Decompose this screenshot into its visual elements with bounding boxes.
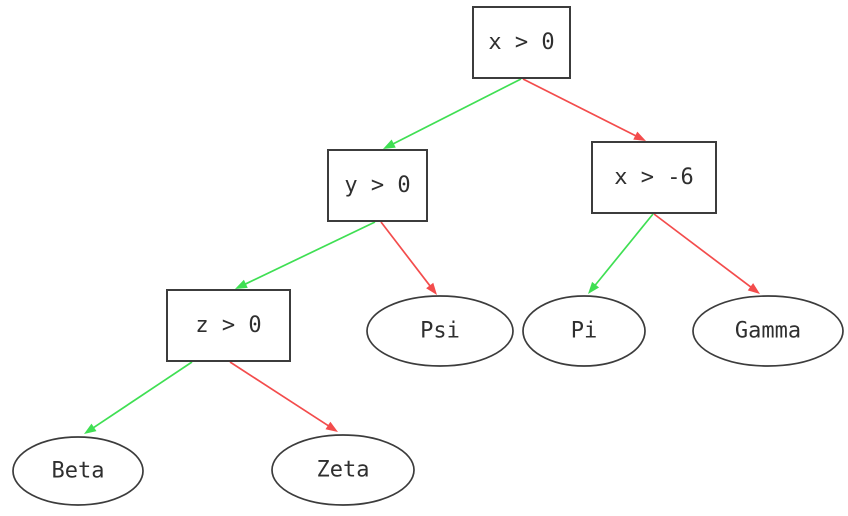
arrowhead-icon: [426, 282, 437, 295]
node-label: y > 0: [344, 173, 410, 198]
node-label: Beta: [52, 459, 105, 484]
node-label: Zeta: [317, 458, 370, 483]
decision-node-box: [327, 149, 428, 222]
node-zeta: Zeta: [271, 434, 415, 506]
leaf-node-ellipse: [271, 434, 415, 506]
arrowhead-icon: [235, 279, 248, 289]
node-label: Psi: [420, 319, 460, 344]
leaf-node-ellipse: [366, 295, 514, 367]
node-label: z > 0: [195, 313, 261, 338]
node-label: x > 0: [488, 30, 554, 55]
leaf-node-ellipse: [692, 295, 844, 367]
arrowhead-icon: [383, 139, 396, 149]
edge-z-gt-0-to-beta: [84, 361, 193, 434]
node-label: Pi: [571, 319, 598, 344]
true-branch-line: [243, 221, 376, 286]
edge-x-gt-neg6-to-pi: [588, 213, 654, 294]
false-branch-line: [653, 213, 753, 289]
true-branch-line: [391, 78, 522, 146]
arrowhead-icon: [588, 281, 600, 294]
arrowhead-icon: [747, 283, 760, 294]
node-label: x > -6: [614, 165, 693, 190]
decision-node-box: [591, 141, 717, 214]
edge-x-gt-0-to-x-gt-neg6: [522, 78, 646, 141]
true-branch-line: [91, 361, 193, 430]
node-psi: Psi: [366, 295, 514, 367]
leaf-node-ellipse: [522, 295, 646, 367]
edge-y-gt-0-to-psi: [380, 221, 437, 295]
edge-y-gt-0-to-z-gt-0: [235, 221, 376, 289]
false-branch-line: [380, 221, 432, 288]
node-gamma: Gamma: [692, 295, 844, 367]
arrowhead-icon: [633, 131, 646, 141]
edge-z-gt-0-to-zeta: [229, 361, 338, 432]
node-label: Gamma: [735, 319, 801, 344]
node-pi: Pi: [522, 295, 646, 367]
edge-x-gt-neg6-to-gamma: [653, 213, 760, 294]
decision-node-box: [166, 289, 291, 362]
true-branch-line: [593, 213, 654, 287]
arrowhead-icon: [325, 421, 338, 432]
node-x-gt-neg6: x > -6: [591, 141, 717, 214]
arrowhead-icon: [84, 423, 97, 434]
edge-x-gt-0-to-y-gt-0: [383, 78, 522, 149]
leaf-node-ellipse: [12, 436, 144, 506]
node-y-gt-0: y > 0: [327, 149, 428, 222]
node-z-gt-0: z > 0: [166, 289, 291, 362]
node-beta: Beta: [12, 436, 144, 506]
false-branch-line: [229, 361, 331, 428]
node-x-gt-0: x > 0: [472, 6, 571, 79]
decision-node-box: [472, 6, 571, 79]
false-branch-line: [522, 78, 638, 138]
